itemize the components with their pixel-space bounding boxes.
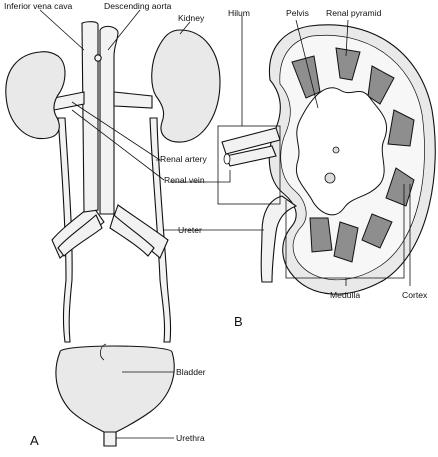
label-cortex: Cortex	[402, 290, 428, 300]
label-pelvis: Pelvis	[286, 8, 309, 18]
panel-label-a: A	[30, 433, 39, 448]
vessel-cut-end	[223, 153, 231, 165]
inferior-vena-cava-vessel	[81, 21, 99, 213]
renal-pyramid	[387, 109, 415, 147]
renal-pyramid	[333, 221, 359, 263]
papilla	[324, 172, 336, 184]
vessel-branch-opening	[94, 54, 102, 62]
label-descending-aorta: Descending aorta	[104, 1, 172, 11]
panel-a-illustration	[5, 21, 221, 447]
label-kidney: Kidney	[178, 13, 205, 23]
bladder-organ	[55, 345, 175, 447]
label-renal-artery: Renal artery	[160, 154, 208, 164]
renal-pyramid	[385, 167, 415, 207]
label-medulla: Medulla	[330, 290, 360, 300]
right-iliac-lower	[109, 214, 155, 257]
renal-pelvis	[296, 87, 388, 216]
panel-b-illustration	[221, 24, 436, 295]
renal-pyramid	[335, 47, 361, 81]
label-renal-pyramid: Renal pyramid	[326, 8, 382, 18]
right-ureter	[149, 117, 172, 343]
label-renal-vein: Renal vein	[164, 175, 205, 185]
leader-lines	[39, 9, 411, 439]
label-bladder: Bladder	[176, 367, 206, 377]
renal-pyramid	[361, 213, 393, 249]
label-hilum: Hilum	[228, 8, 250, 18]
right-kidney	[151, 29, 221, 143]
papilla	[332, 146, 340, 154]
panel-label-b: B	[234, 314, 243, 329]
label-inferior-vena-cava: Inferior vena cava	[4, 1, 73, 11]
label-urethra: Urethra	[176, 433, 205, 443]
section-ureter	[260, 195, 298, 283]
right-renal-vessels	[113, 91, 153, 109]
descending-aorta-vessel	[99, 25, 119, 215]
label-ureter: Ureter	[178, 225, 202, 235]
renal-pyramid	[309, 217, 333, 253]
urethra-tube	[103, 431, 117, 447]
left-kidney	[5, 51, 66, 140]
left-iliac-lower	[57, 214, 103, 257]
labels: Inferior vena cava Descending aorta Kidn…	[4, 1, 428, 448]
renal-pyramid	[367, 65, 395, 105]
ureter-entry	[100, 343, 107, 361]
